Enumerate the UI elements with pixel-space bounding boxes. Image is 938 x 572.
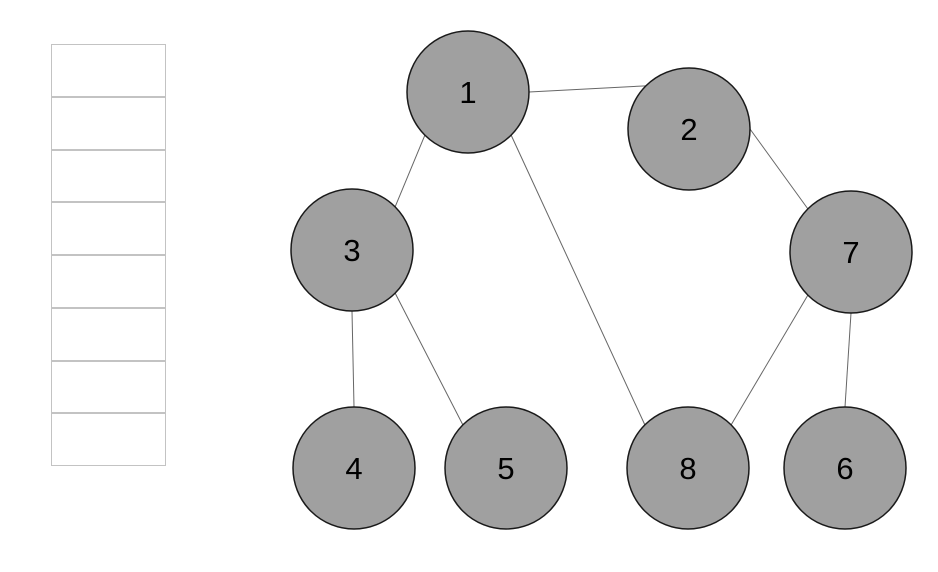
stack-cell-7 [51,413,166,466]
stack-cell-3 [51,202,166,255]
node-circle-7[interactable] [789,190,913,314]
node-circle-6[interactable] [783,406,907,530]
graph-node-1[interactable]: 1 [406,30,530,154]
node-circle-1[interactable] [406,30,530,154]
graph-edge-7-6 [844,312,852,408]
graph-edge-1-2 [528,85,646,93]
graph-node-4[interactable]: 4 [292,406,416,530]
stack-panel [51,44,166,466]
graph-node-5[interactable]: 5 [444,406,568,530]
graph-node-8[interactable]: 8 [626,406,750,530]
stack-cell-5 [51,307,166,361]
graph-node-6[interactable]: 6 [783,406,907,530]
node-circle-4[interactable] [292,406,416,530]
stack-cell-0 [51,44,166,97]
graph-edge-3-5 [394,292,464,426]
stack-cell-6 [51,360,166,414]
graph-edge-2-7 [749,128,809,210]
graph-edge-1-8 [510,134,646,426]
graph-edge-7-8 [730,294,809,426]
node-circle-5[interactable] [444,406,568,530]
node-circle-3[interactable] [290,188,414,312]
graph-node-2[interactable]: 2 [627,67,751,191]
graph-node-7[interactable]: 7 [789,190,913,314]
stack-cell-4 [51,255,166,308]
graph-edge-3-4 [351,310,355,408]
node-circle-8[interactable] [626,406,750,530]
graph-node-3[interactable]: 3 [290,188,414,312]
node-circle-2[interactable] [627,67,751,191]
graph-edge-1-3 [394,134,426,208]
stack-cell-1 [51,96,166,150]
stack-cell-2 [51,149,166,203]
